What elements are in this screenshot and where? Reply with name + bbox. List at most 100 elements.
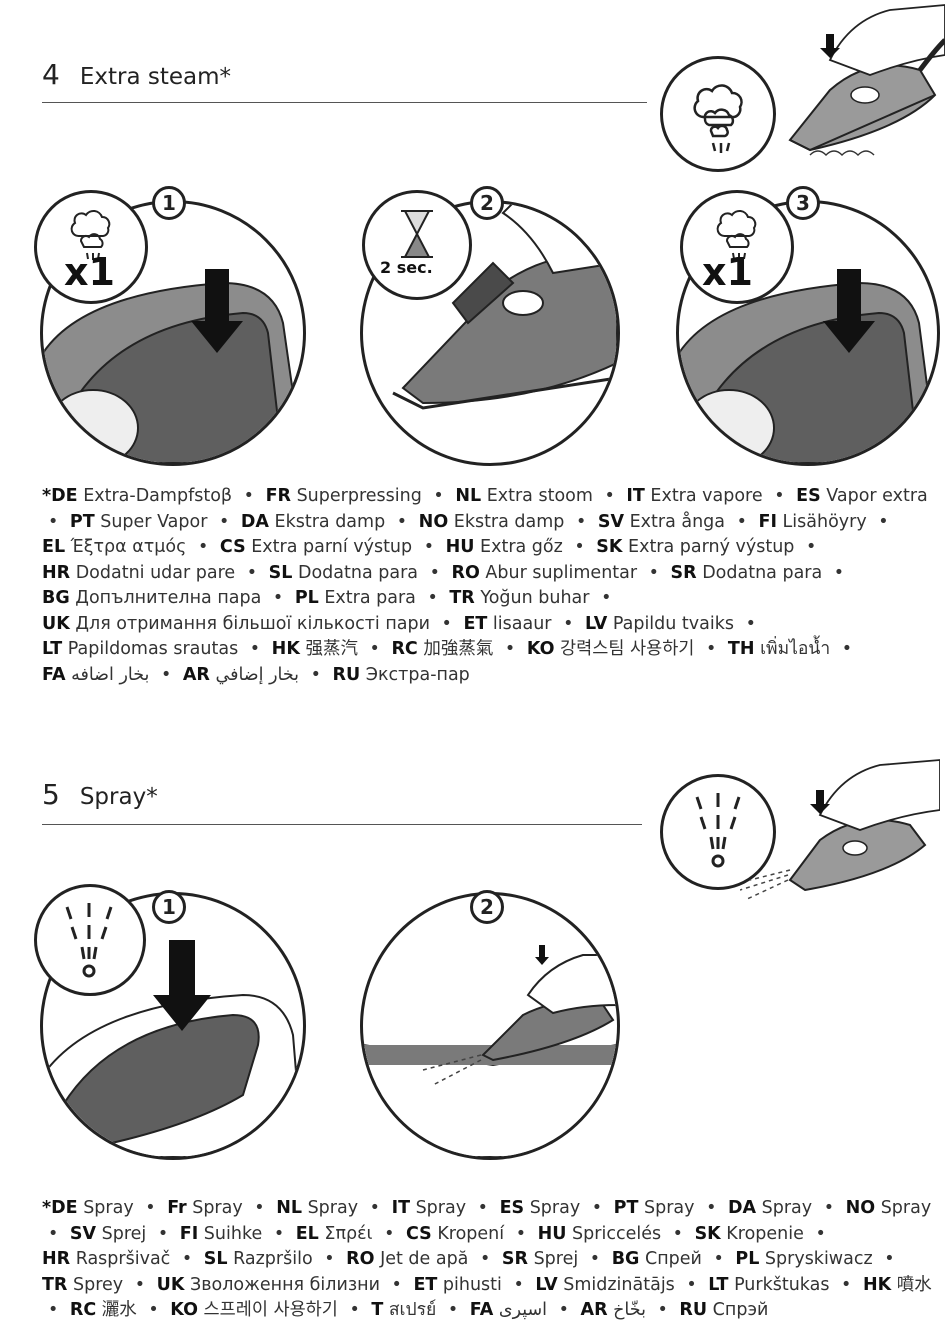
translation-item: LT Purkštukas bbox=[708, 1275, 829, 1295]
bullet-separator: • bbox=[589, 1249, 601, 1269]
steam-cloud-icon bbox=[34, 190, 148, 304]
step-badge-2: 2 bbox=[470, 890, 504, 924]
bullet-separator: • bbox=[806, 537, 817, 557]
language-code: SR bbox=[501, 1249, 528, 1269]
translation-text: Зволоження білизни bbox=[184, 1274, 380, 1295]
language-code: SL bbox=[268, 562, 293, 583]
bullet-separator: • bbox=[878, 511, 889, 532]
translation-text: Spray bbox=[756, 1198, 813, 1218]
bullet-separator: • bbox=[648, 562, 659, 583]
translation-text: Suihke bbox=[198, 1223, 263, 1244]
translation-text: lisaaur bbox=[487, 613, 552, 634]
translation-text: Σπρέι bbox=[318, 1223, 373, 1244]
translation-text: Kropení bbox=[431, 1223, 505, 1244]
bullet-separator: • bbox=[736, 511, 747, 532]
language-code: EL bbox=[42, 537, 66, 557]
translation-item: UK Зволоження білизни bbox=[157, 1275, 380, 1295]
translation-text: pihusti bbox=[437, 1274, 502, 1295]
bullet-separator: • bbox=[433, 486, 444, 506]
translation-text: Spray bbox=[410, 1198, 467, 1218]
translation-item: *DE Spray bbox=[42, 1198, 134, 1218]
translation-item: AR بخّاخ bbox=[581, 1300, 646, 1320]
translation-text: Spray bbox=[77, 1198, 134, 1218]
translation-item: BG Спрей bbox=[612, 1249, 702, 1269]
bullet-separator: • bbox=[396, 511, 408, 532]
language-code: SK bbox=[596, 537, 623, 557]
translation-item: HK 噴水 bbox=[863, 1275, 932, 1295]
language-code: DA bbox=[240, 511, 269, 532]
translation-text: Purkštukas bbox=[728, 1274, 830, 1295]
translation-text: 스프레이 사용하기 bbox=[197, 1300, 338, 1320]
bullet-separator: • bbox=[815, 1223, 826, 1244]
translation-text: Допълнителна пара bbox=[69, 588, 262, 608]
translation-item: HU Spriccelés bbox=[538, 1224, 661, 1244]
language-code: CS bbox=[405, 1223, 432, 1244]
bullet-separator: • bbox=[429, 562, 440, 583]
bullet-separator: • bbox=[447, 1300, 459, 1320]
step-badge-1: 1 bbox=[152, 186, 186, 220]
translation-text: Abur suplimentar bbox=[479, 562, 638, 583]
bullet-separator: • bbox=[706, 1198, 717, 1218]
section-spray-heading: 5 Spray* bbox=[42, 778, 158, 811]
translation-item: IT Extra vapore bbox=[626, 486, 762, 506]
bullet-separator: • bbox=[601, 588, 612, 608]
translation-text: Spray bbox=[875, 1198, 932, 1218]
translation-text: Έξτρα ατμός bbox=[65, 537, 187, 557]
translation-item: HU Extra gőz bbox=[446, 537, 563, 557]
bullet-separator: • bbox=[324, 1249, 335, 1269]
spray-drops-icon bbox=[34, 884, 146, 996]
translation-item: LV Smidzinātājs bbox=[535, 1275, 674, 1295]
language-code: RC bbox=[69, 1300, 97, 1320]
translation-text: Ekstra damp bbox=[448, 511, 565, 532]
translation-text: Lisähöyry bbox=[776, 511, 867, 532]
translation-item: SV Sprej bbox=[70, 1224, 146, 1244]
bullet-separator: • bbox=[563, 613, 574, 634]
translation-item: LT Papildomas srautas bbox=[42, 639, 238, 659]
bullet-separator: • bbox=[181, 1249, 193, 1269]
bullet-separator: • bbox=[515, 1223, 527, 1244]
translation-text: Papildu tvaiks bbox=[607, 613, 734, 634]
translation-text: Papildomas srautas bbox=[62, 639, 239, 659]
translation-text: Sprey bbox=[67, 1274, 124, 1295]
language-code: PL bbox=[294, 588, 319, 608]
translation-item: KO 스프레이 사용하기 bbox=[170, 1300, 338, 1320]
bullet-separator: • bbox=[823, 1198, 835, 1218]
translation-item: KO 강력스팀 사용하기 bbox=[527, 639, 695, 659]
translation-item: CS Extra parní výstup bbox=[220, 537, 412, 557]
translation-text: Vapor extra bbox=[820, 486, 928, 506]
language-code: BG bbox=[42, 588, 70, 608]
translation-text: اسپری bbox=[493, 1300, 548, 1320]
translation-text: สเปรย์ bbox=[383, 1300, 437, 1320]
bullet-separator: • bbox=[558, 1300, 569, 1320]
language-code: IT bbox=[626, 486, 645, 506]
language-code: RC bbox=[391, 639, 418, 659]
translation-item: SL Dodatna para bbox=[269, 563, 418, 583]
translation-item: PL Extra para bbox=[295, 588, 416, 608]
section-divider bbox=[42, 824, 642, 825]
translation-item: ET lisaaur bbox=[463, 614, 551, 634]
translation-text: بخار اضافه bbox=[65, 664, 150, 685]
language-code: SV bbox=[69, 1223, 97, 1244]
bullet-separator: • bbox=[574, 537, 585, 557]
translation-item: TR Sprey bbox=[42, 1275, 123, 1295]
language-code: SL bbox=[203, 1249, 228, 1269]
bullet-separator: • bbox=[349, 1300, 360, 1320]
translation-item: AR بخار إضافي bbox=[183, 665, 299, 685]
bullet-separator: • bbox=[157, 1223, 169, 1244]
steam-cloud-icon bbox=[680, 190, 794, 304]
translation-item: SR Dodatna para bbox=[671, 563, 823, 583]
translation-item: RC 灑水 bbox=[70, 1300, 137, 1320]
translation-text: เพิ่มไอน้ำ bbox=[754, 639, 831, 659]
bullet-separator: • bbox=[198, 537, 209, 557]
translation-item: FI Lisähöyry bbox=[759, 512, 867, 532]
translation-text: Для отримання більшої кількості пари bbox=[69, 613, 430, 634]
translation-text: Super Vapor bbox=[94, 511, 208, 532]
press-count-label: x1 bbox=[64, 250, 115, 294]
language-code: ET bbox=[463, 613, 488, 634]
duration-label: 2 sec. bbox=[380, 258, 433, 277]
translation-text: Spryskiwacz bbox=[759, 1249, 873, 1269]
bullet-separator: • bbox=[833, 562, 845, 583]
language-code: FI bbox=[758, 511, 777, 532]
bullet-separator: • bbox=[391, 1274, 402, 1295]
section-title: Extra steam* bbox=[79, 64, 232, 90]
